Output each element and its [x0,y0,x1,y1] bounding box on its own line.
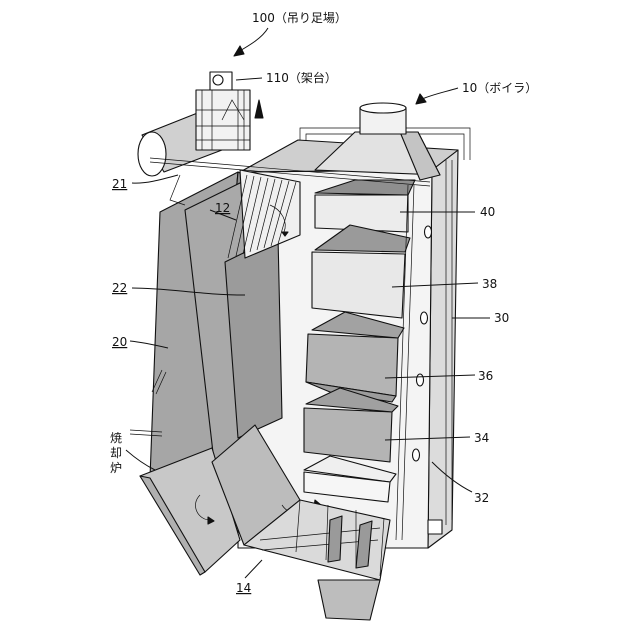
label-20: 20 [112,335,127,349]
label-12: 12 [215,201,230,215]
frame-110 [196,72,263,150]
label-frame: 110（架台） [266,70,337,85]
label-40: 40 [480,205,495,219]
label-21: 21 [112,177,127,191]
module-40 [315,180,415,232]
exhaust-hood [315,103,440,180]
label-32: 32 [474,491,489,505]
label-34: 34 [474,431,489,445]
label-14: 14 [236,581,251,595]
label-22: 22 [112,281,127,295]
module-36 [306,312,404,402]
label-incinerator-3: 炉 [110,461,122,475]
label-boiler: 10（ボイラ） [462,81,537,95]
label-30: 30 [494,311,509,325]
label-38: 38 [482,277,497,291]
label-hanging-scaffold: 100（吊り足場） [252,11,347,25]
label-incinerator-1: 焼 [110,431,122,445]
label-incinerator-2: 却 [110,446,122,460]
label-36: 36 [478,369,493,383]
